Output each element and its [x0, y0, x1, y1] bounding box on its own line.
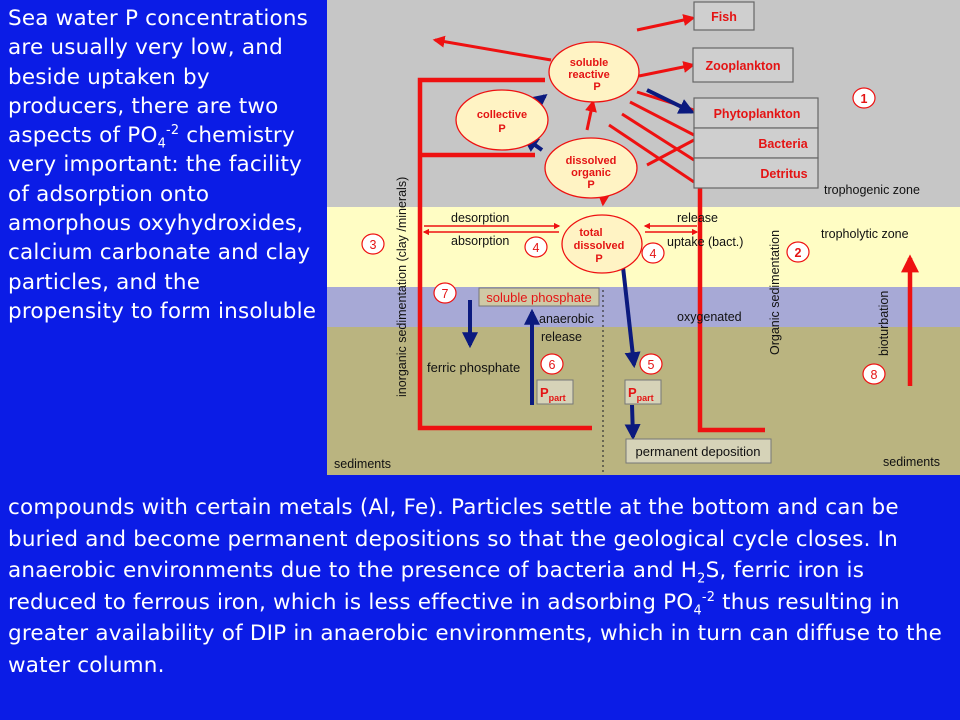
oxygenated-zone-band [327, 287, 960, 327]
phytoplankton-label: Phytoplankton [714, 107, 801, 121]
marker-3-text: 3 [370, 238, 377, 252]
bacteria-box [693, 127, 819, 159]
soluble-phosphate-label: soluble phosphate [486, 290, 592, 305]
dop-line-1: dissolved [566, 155, 617, 167]
marker-7-circle [433, 282, 457, 304]
bacteria-label: Bacteria [758, 137, 808, 151]
marker-2-text: 2 [795, 246, 802, 260]
sediments-right-label: sediments [883, 455, 940, 469]
release-anaerobic-label: release [541, 330, 582, 344]
dissolved-organic-p-ellipse [544, 137, 638, 199]
bioturbation-label: bioturbation [877, 291, 891, 356]
marker-8-circle [862, 363, 886, 385]
marker-5-circle [639, 353, 663, 375]
marker-1-circle [852, 87, 876, 109]
total-dissolved-p-ellipse [561, 214, 643, 274]
phytoplankton-box [693, 97, 819, 129]
ppart-right-p: P [628, 385, 637, 400]
fish-box [693, 1, 755, 31]
sediments-left-label: sediments [334, 457, 391, 471]
marker-6-text: 6 [549, 358, 556, 372]
permanent-deposition-label: permanent deposition [635, 444, 760, 459]
tdp-line-2: dissolved [574, 240, 625, 252]
soluble-reactive-p-ellipse [548, 41, 640, 103]
oxygenated-label: oxygenated [677, 310, 742, 324]
trophogenic-zone-label: trophogenic zone [824, 183, 920, 197]
bottom-text-sup: -2 [701, 589, 716, 605]
srp-line-1: soluble [570, 57, 609, 69]
detritus-box [693, 157, 819, 189]
bottom-text-part-2: S, ferric iron is reduced to ferrous iro… [8, 558, 865, 615]
desorption-label: desorption [451, 211, 509, 225]
marker-4b-text: 4 [650, 247, 657, 261]
red-flow-arrows [417, 77, 919, 433]
side-text-part-2: chemistry very important: the facility o… [8, 123, 317, 324]
side-text-sup: -2 [166, 123, 180, 139]
collective-p-ellipse [455, 89, 549, 151]
ppart-box-left [536, 379, 574, 405]
dop-line-3: P [587, 179, 594, 191]
zooplankton-box [692, 47, 794, 83]
bottom-text-sub-1: 2 [697, 571, 706, 587]
organic-sedimentation-label: Organic sedimentation [768, 230, 782, 355]
ppart-box-right [624, 379, 662, 405]
uptake-bact-label: uptake (bact.) [667, 235, 743, 249]
marker-6-circle [540, 353, 564, 375]
marker-4b-circle [641, 242, 665, 264]
marker-8-text: 8 [871, 368, 878, 382]
side-paragraph: Sea water P concentrations are usually v… [8, 4, 323, 326]
absorption-label: absorption [451, 234, 509, 248]
soluble-phosphate-box [478, 287, 600, 307]
ppart-left-p: P [540, 385, 549, 400]
bottom-text-sub-2: 4 [693, 603, 702, 619]
detritus-label: Detritus [760, 167, 807, 181]
permanent-deposition-box [625, 438, 772, 464]
marker-4a-circle [524, 236, 548, 258]
side-text-sub: 4 [157, 136, 166, 152]
dop-line-2: organic [571, 167, 611, 179]
tropholytic-zone-label: tropholytic zone [821, 227, 909, 241]
release-label: release [677, 211, 718, 225]
zooplankton-label: Zooplankton [706, 59, 781, 73]
marker-4a-text: 4 [533, 241, 540, 255]
marker-2-circle [786, 241, 810, 263]
bottom-text-part-1: compounds with certain metals (Al, Fe). … [8, 495, 899, 584]
cp-line-2: P [498, 123, 505, 135]
bottom-text-part-3: thus resulting in greater availability o… [8, 589, 943, 678]
srp-line-2: reactive [568, 69, 610, 81]
ppart-left-sub: part [549, 393, 566, 403]
marker-5-text: 5 [648, 358, 655, 372]
marker-1-text: 1 [861, 92, 868, 106]
bottom-paragraph: compounds with certain metals (Al, Fe). … [8, 492, 958, 682]
ppart-right-sub: part [637, 393, 654, 403]
ppart-label-right: Ppart [628, 385, 654, 403]
number-markers: 1 2 3 4 4 7 6 5 8 [361, 87, 886, 385]
anaerobic-label: anaerobic [539, 312, 594, 326]
inorganic-sedimentation-label: inorganic sedimentation (clay /minerals) [395, 177, 409, 397]
tdp-line-1: total [579, 227, 602, 239]
fish-label: Fish [711, 10, 737, 24]
srp-line-3: P [593, 81, 600, 93]
ppart-label-left: Ppart [540, 385, 566, 403]
ferric-phosphate-label: ferric phosphate [427, 360, 520, 375]
side-text-part-1: Sea water P concentrations are usually v… [8, 6, 309, 149]
marker-7-text: 7 [442, 287, 449, 301]
marker-3-circle [361, 233, 385, 255]
tdp-line-3: P [595, 253, 602, 265]
phosphorus-cycle-diagram: Fish Zooplankton Phytoplankton Bacteria … [327, 0, 960, 475]
cp-line-1: collective [477, 109, 527, 121]
